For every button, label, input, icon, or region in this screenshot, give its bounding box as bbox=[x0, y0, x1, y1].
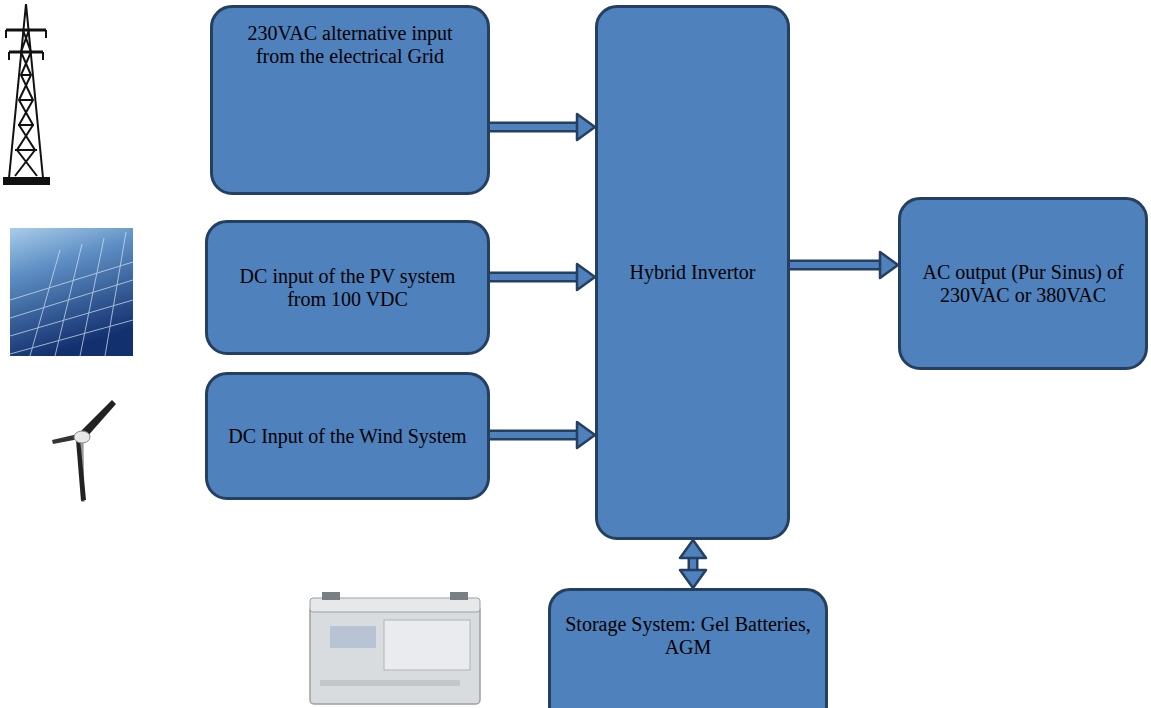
arrow-head bbox=[680, 540, 706, 558]
input-box: 230VAC alternative input from the electr… bbox=[210, 5, 490, 195]
input-box: DC input of the PV system from 100 VDC bbox=[205, 220, 490, 355]
flow-arrow bbox=[790, 252, 898, 278]
storage-box: Storage System: Gel Batteries, AGM bbox=[548, 588, 828, 708]
output-box: AC output (Pur Sinus) of 230VAC or 380VA… bbox=[898, 197, 1148, 370]
flow-arrow bbox=[490, 114, 595, 140]
arrow-shaft-outline bbox=[490, 122, 579, 133]
flow-arrow bbox=[680, 540, 706, 588]
node-label: DC Input of the Wind System bbox=[228, 425, 466, 448]
flow-arrow bbox=[490, 264, 595, 290]
arrow-head bbox=[577, 264, 595, 290]
arrow-shaft-outline bbox=[688, 556, 699, 572]
inverter-box: Hybrid Invertor bbox=[595, 5, 790, 540]
arrow-shaft bbox=[690, 556, 696, 572]
battery-icon bbox=[310, 592, 480, 704]
input-box: DC Input of the Wind System bbox=[205, 372, 490, 500]
arrow-shaft bbox=[490, 274, 579, 280]
arrow-shaft bbox=[790, 262, 882, 268]
node-label: 230VAC alternative input from the electr… bbox=[227, 22, 473, 68]
flow-arrow bbox=[490, 422, 595, 448]
arrow-head bbox=[577, 114, 595, 140]
node-label: AC output (Pur Sinus) of 230VAC or 380VA… bbox=[915, 261, 1131, 307]
wind-turbine-icon bbox=[52, 400, 116, 502]
arrow-head bbox=[680, 570, 706, 588]
arrow-shaft-outline bbox=[790, 260, 882, 271]
node-label: Hybrid Invertor bbox=[629, 261, 755, 284]
arrow-shaft bbox=[490, 124, 579, 130]
arrow-shaft bbox=[490, 432, 579, 438]
arrow-head bbox=[880, 252, 898, 278]
pylon-icon bbox=[3, 4, 50, 185]
arrow-shaft-outline bbox=[490, 430, 579, 441]
arrow-head bbox=[577, 422, 595, 448]
arrow-shaft-outline bbox=[490, 272, 579, 283]
node-label: DC input of the PV system from 100 VDC bbox=[222, 265, 473, 311]
solar-panel-icon bbox=[10, 228, 133, 356]
node-label: Storage System: Gel Batteries, AGM bbox=[565, 613, 811, 659]
